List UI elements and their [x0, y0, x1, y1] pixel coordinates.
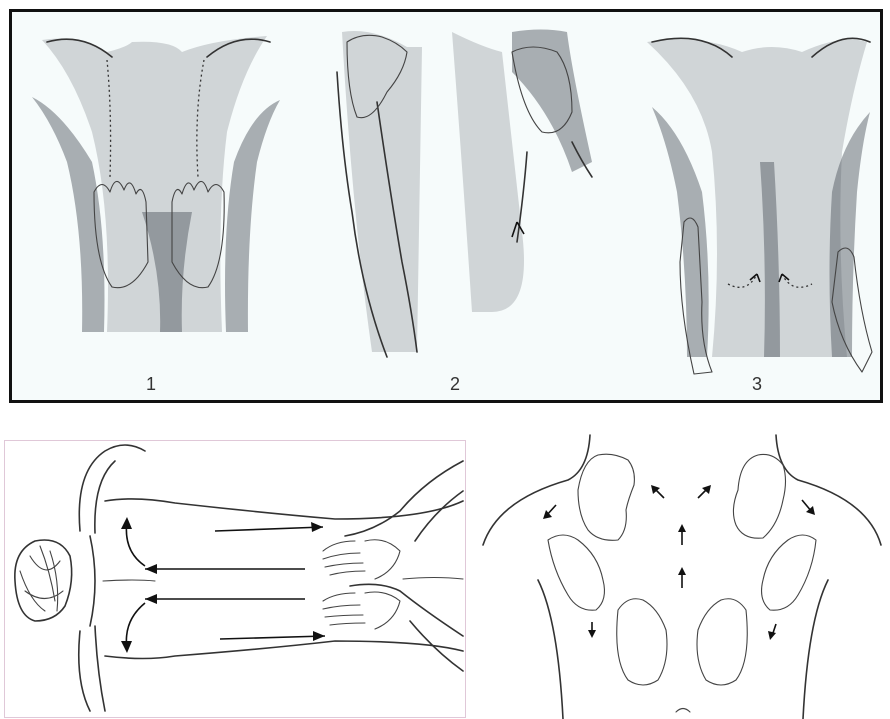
arrow-curve-up — [121, 517, 145, 566]
back-hands-arrows-diagram — [478, 430, 886, 719]
top-illustration-panel: 1 2 3 — [9, 9, 883, 403]
arrow-left-upper — [145, 564, 305, 574]
figure-2-side — [337, 30, 592, 358]
figure-3-back — [647, 38, 872, 374]
arrow-up-right — [698, 485, 711, 498]
arrow-left-lower — [145, 594, 305, 604]
stroke-arrows — [121, 517, 325, 653]
hand-lower-left — [617, 599, 667, 685]
arms-outline — [79, 445, 145, 711]
step-label-2: 2 — [450, 374, 460, 395]
arrow-up-left — [651, 485, 664, 498]
arrow-up-center-1 — [678, 524, 686, 545]
hand-lower-right — [697, 599, 747, 685]
arrow-down-lower-right — [768, 624, 776, 640]
bottom-right-illustration-panel — [478, 430, 886, 719]
prone-back-stroke-diagram — [5, 441, 465, 717]
arrow-up-center-2 — [678, 567, 686, 588]
hand-upper-right — [733, 454, 785, 538]
arrow-curve-down — [121, 603, 145, 653]
top-illustration — [12, 12, 880, 400]
arrow-down-left — [543, 505, 556, 519]
head-outline — [15, 540, 72, 621]
hand-upper-left — [578, 454, 634, 540]
direction-arrows — [543, 485, 815, 640]
arrow-right-bottom — [220, 631, 325, 641]
arrow-down-lower-left — [588, 622, 596, 638]
step-label-3: 3 — [752, 374, 762, 395]
step-label-1: 1 — [146, 374, 156, 395]
hand-mid-right — [762, 535, 816, 610]
arrow-right-top — [215, 522, 323, 532]
torso-outline — [90, 499, 463, 659]
bottom-left-illustration-panel — [4, 440, 466, 718]
arrow-down-right — [802, 500, 815, 515]
practitioner-arms — [323, 461, 463, 671]
figure-1-back — [32, 36, 280, 332]
hand-mid-left — [548, 535, 604, 610]
